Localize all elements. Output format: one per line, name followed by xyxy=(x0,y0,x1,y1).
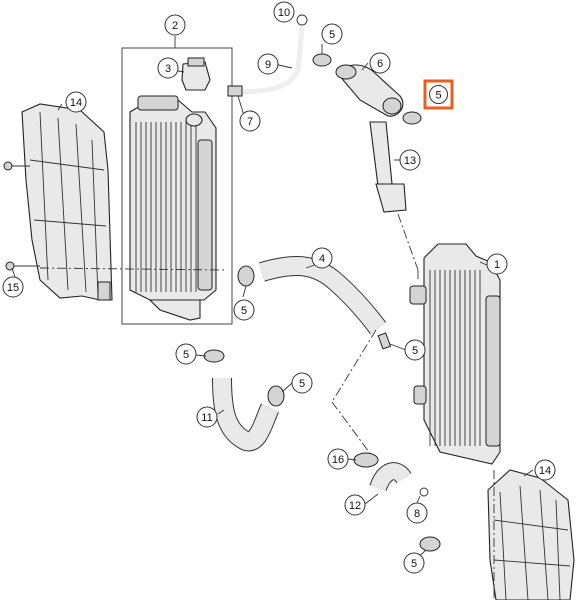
callout-5d: 5 xyxy=(291,372,313,394)
lower-hose-11 xyxy=(212,377,280,452)
callout-1: 1 xyxy=(486,253,508,275)
callout-15: 15 xyxy=(2,276,24,298)
callout-14a: 14 xyxy=(65,91,87,113)
clamp-hose11-side xyxy=(267,385,285,407)
o-ring-8 xyxy=(419,487,429,497)
svg-text:6: 6 xyxy=(377,58,383,70)
lower-hose-4 xyxy=(259,256,386,335)
callout-5e: 5 xyxy=(404,339,426,361)
left-radiator xyxy=(129,95,217,321)
svg-text:5: 5 xyxy=(329,29,335,41)
callout-14b: 14 xyxy=(534,459,556,481)
svg-text:15: 15 xyxy=(7,282,19,294)
callout-12: 12 xyxy=(344,494,366,516)
clamp-mid-left xyxy=(237,265,255,287)
callout-3: 3 xyxy=(157,57,179,79)
clamp-bottom xyxy=(419,536,441,552)
callout-16: 16 xyxy=(327,448,349,470)
svg-text:4: 4 xyxy=(319,253,325,265)
callout-7: 7 xyxy=(239,110,261,132)
callout-8: 8 xyxy=(406,502,428,524)
callout-5g-highlighted: 5 xyxy=(423,79,454,110)
breather-hose xyxy=(231,27,305,95)
svg-text:14: 14 xyxy=(70,97,82,109)
radiator-cap-part xyxy=(181,57,211,91)
svg-text:13: 13 xyxy=(404,155,416,167)
upper-hose-connector xyxy=(335,64,404,117)
clamp-hose11-top xyxy=(203,349,225,363)
shroud-screw-lower xyxy=(5,261,40,271)
svg-text:11: 11 xyxy=(201,412,212,424)
coolant-pipe-13 xyxy=(369,121,407,213)
callout-2: 2 xyxy=(164,14,186,36)
svg-text:5: 5 xyxy=(299,378,305,390)
clamp-top-left xyxy=(312,53,332,67)
elbow-hose-12 xyxy=(369,462,412,492)
hose-clamp-10 xyxy=(296,14,308,26)
svg-text:12: 12 xyxy=(349,500,361,512)
clamp-top-right xyxy=(402,111,422,125)
callout-5a: 5 xyxy=(321,23,343,45)
callout-9: 9 xyxy=(257,53,279,75)
svg-text:5: 5 xyxy=(411,558,417,570)
svg-text:1: 1 xyxy=(494,259,500,271)
svg-text:5: 5 xyxy=(183,349,189,361)
callout-5b: 5 xyxy=(233,299,255,321)
svg-text:8: 8 xyxy=(414,508,420,520)
right-radiator xyxy=(409,243,501,465)
bolt-mid xyxy=(377,332,392,350)
svg-text:14: 14 xyxy=(539,465,551,477)
right-radiator-shroud xyxy=(487,469,575,601)
radiator-group-frame xyxy=(121,47,233,325)
svg-text:3: 3 xyxy=(165,63,171,75)
callout-6: 6 xyxy=(369,52,391,74)
svg-text:10: 10 xyxy=(278,7,290,19)
svg-text:5: 5 xyxy=(412,345,418,357)
callout-5c: 5 xyxy=(175,343,197,365)
svg-text:5: 5 xyxy=(241,305,247,317)
svg-text:16: 16 xyxy=(332,454,344,466)
hose-fitting-7 xyxy=(227,85,243,97)
callout-4: 4 xyxy=(311,247,333,269)
svg-text:2: 2 xyxy=(172,20,178,32)
svg-text:7: 7 xyxy=(247,116,253,128)
left-radiator-shroud xyxy=(21,103,113,301)
callout-13: 13 xyxy=(399,149,421,171)
callout-5f: 5 xyxy=(403,552,425,574)
callout-11: 11 xyxy=(196,406,218,428)
shroud-screw-upper xyxy=(3,161,30,171)
clamp-16 xyxy=(353,452,379,468)
callout-10: 10 xyxy=(273,1,295,23)
svg-text:9: 9 xyxy=(265,59,271,71)
svg-text:5: 5 xyxy=(435,90,441,102)
